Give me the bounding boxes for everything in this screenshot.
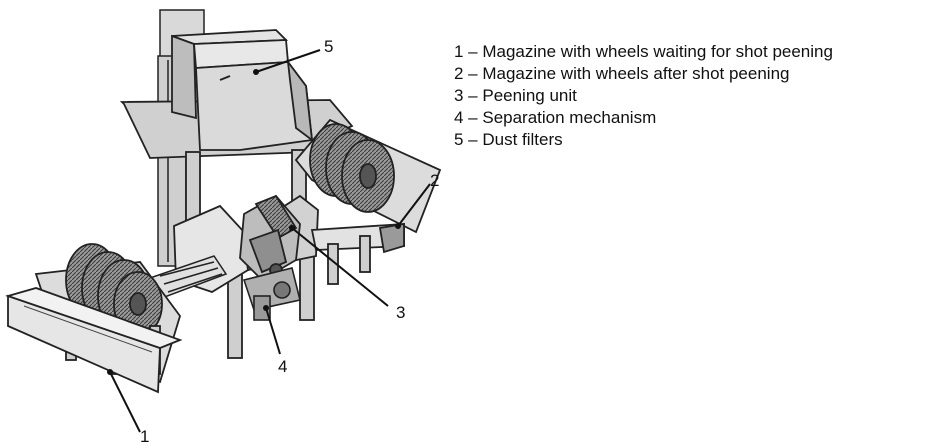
leader-lines (109, 49, 431, 433)
leader-line-5 (255, 49, 321, 73)
legend-item-5: 5 – Dust filters (454, 130, 563, 149)
left-conveyor (148, 255, 228, 299)
leader-line-2 (397, 183, 431, 227)
legend-list: 1 – Magazine with wheels waiting for sho… (454, 41, 833, 151)
legend-item-3: 3 – Peening unit (454, 86, 577, 105)
separation-mechanism (242, 267, 301, 321)
leader-line-4 (265, 307, 281, 355)
callout-4: 4 (278, 357, 287, 376)
callout-1: 1 (140, 427, 149, 446)
peening-unit (239, 194, 301, 282)
legend-item-1: 1 – Magazine with wheels waiting for sho… (454, 42, 833, 61)
legend-item-2: 2 – Magazine with wheels after shot peen… (454, 64, 790, 83)
callout-3: 3 (396, 303, 405, 322)
leader-dots (107, 69, 401, 375)
leader-line-3 (291, 227, 389, 307)
legend-item-4: 4 – Separation mechanism (454, 108, 657, 127)
magazine-waiting-for-peening (4, 243, 183, 394)
dust-filter-housing (119, 29, 354, 159)
leader-line-1 (109, 371, 141, 433)
callout-5: 5 (324, 37, 333, 56)
magazine-after-peening (294, 118, 442, 285)
callout-2: 2 (430, 171, 439, 190)
